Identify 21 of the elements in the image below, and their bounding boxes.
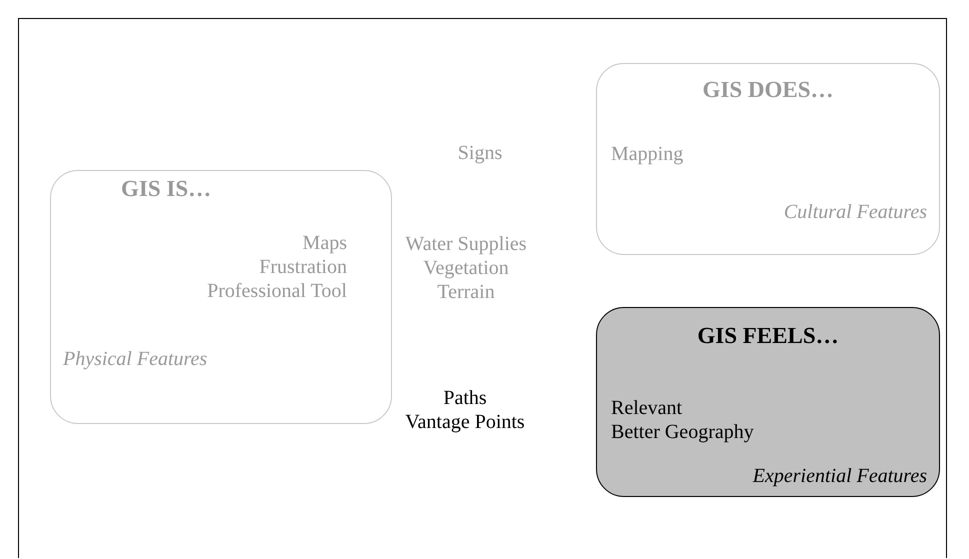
list-item: Frustration xyxy=(259,255,347,279)
rounded-box xyxy=(50,170,392,424)
feature-label: Vantage Points xyxy=(405,410,525,434)
box-heading: GIS DOES… xyxy=(701,78,834,102)
category-caption: Physical Features xyxy=(63,347,208,371)
category-caption: Cultural Features xyxy=(784,200,927,224)
list-item: Maps xyxy=(302,231,347,255)
list-item: Relevant xyxy=(611,396,682,420)
feature-label: Signs xyxy=(458,141,502,165)
feature-label: Water Supplies xyxy=(405,232,527,256)
rounded-box xyxy=(596,63,940,255)
feature-label: Terrain xyxy=(437,280,495,304)
rounded-box xyxy=(596,307,940,497)
box-heading: GIS FEELS… xyxy=(696,324,840,348)
box-heading: GIS IS… xyxy=(121,177,212,201)
feature-label: Vegetation xyxy=(423,256,509,280)
category-caption: Experiential Features xyxy=(752,464,927,488)
list-item: Professional Tool xyxy=(207,279,347,303)
feature-label: Paths xyxy=(443,386,487,410)
list-item: Mapping xyxy=(611,142,684,166)
list-item: Better Geography xyxy=(611,420,754,444)
